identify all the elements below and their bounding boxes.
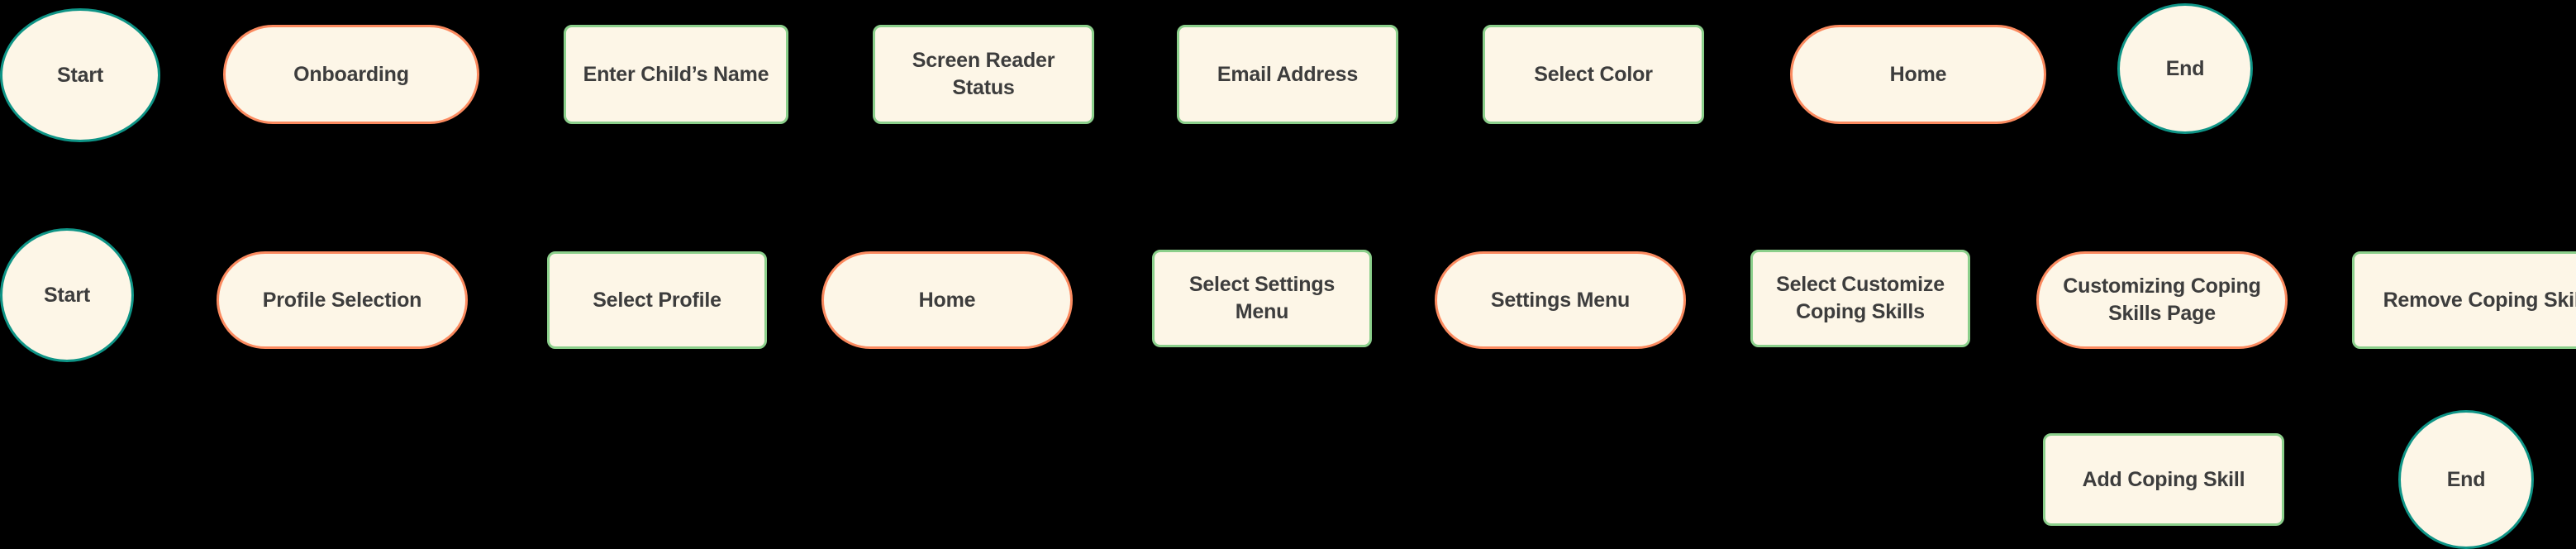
node-label: Start xyxy=(57,63,103,87)
node-label: Add Coping Skill xyxy=(2082,467,2245,491)
node-r2-customizing-page[interactable]: Customizing Coping Skills Page xyxy=(2036,251,2288,349)
node-r1-screen-reader[interactable]: Screen Reader Status xyxy=(873,25,1094,124)
node-label: Select Color xyxy=(1534,62,1653,86)
node-r1-start[interactable]: Start xyxy=(0,8,160,142)
node-label: End xyxy=(2446,467,2486,491)
node-label: Select Settings Menu xyxy=(1188,273,1336,323)
node-label: End xyxy=(2165,56,2205,80)
node-r2-settings-menu[interactable]: Settings Menu xyxy=(1435,251,1686,349)
node-r1-onboarding[interactable]: Onboarding xyxy=(223,25,479,124)
node-r2-select-settings[interactable]: Select Settings Menu xyxy=(1152,250,1372,347)
node-r2-select-profile[interactable]: Select Profile xyxy=(547,251,767,349)
node-label: Home xyxy=(918,288,976,312)
node-label: Screen Reader Status xyxy=(912,49,1055,99)
node-r2-remove-skill[interactable]: Remove Coping Skill xyxy=(2352,251,2576,349)
node-label: Select Customize Coping Skills xyxy=(1776,273,1945,323)
node-label: Email Address xyxy=(1217,62,1359,86)
node-label: Settings Menu xyxy=(1490,288,1631,312)
node-r2-profile-selection[interactable]: Profile Selection xyxy=(217,251,468,349)
node-label: Profile Selection xyxy=(262,288,422,312)
node-label: Home xyxy=(1889,62,1947,86)
node-label: Enter Child’s Name xyxy=(583,62,769,86)
node-label: Customizing Coping Skills Page xyxy=(2063,274,2261,325)
node-r2-select-customize[interactable]: Select Customize Coping Skills xyxy=(1750,250,1970,347)
node-r1-end[interactable]: End xyxy=(2117,3,2253,134)
node-label: Remove Coping Skill xyxy=(2383,288,2576,312)
node-label: Onboarding xyxy=(293,62,409,86)
node-r3-add-skill[interactable]: Add Coping Skill xyxy=(2043,433,2284,526)
node-r2-start[interactable]: Start xyxy=(0,228,134,362)
node-r3-end[interactable]: End xyxy=(2398,410,2534,549)
node-r1-home[interactable]: Home xyxy=(1790,25,2046,124)
node-r1-child-name[interactable]: Enter Child’s Name xyxy=(564,25,788,124)
node-r2-home[interactable]: Home xyxy=(821,251,1073,349)
node-r1-email[interactable]: Email Address xyxy=(1177,25,1398,124)
node-label: Start xyxy=(44,283,90,307)
node-r1-color[interactable]: Select Color xyxy=(1483,25,1704,124)
node-label: Select Profile xyxy=(593,288,721,312)
